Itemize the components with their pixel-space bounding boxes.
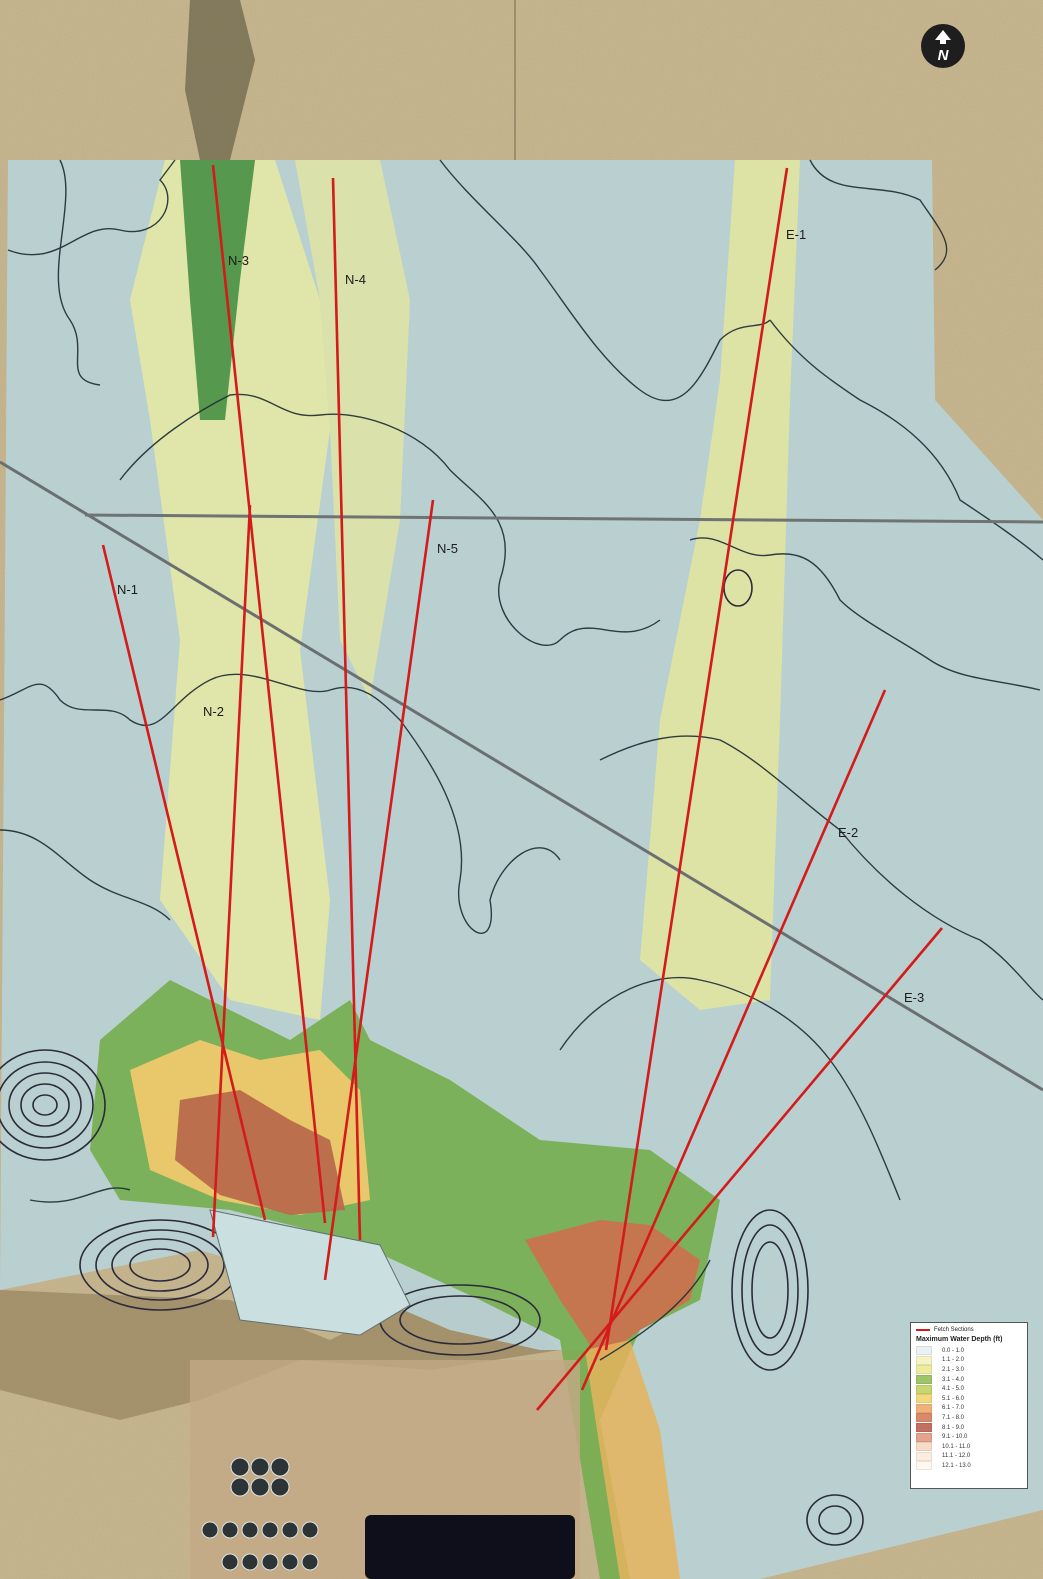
fetch-section-e-3[interactable]: [536, 927, 943, 1411]
fetch-section-n-1[interactable]: [101, 544, 267, 1221]
hill-shading: [0, 1290, 560, 1420]
legend-class-row: 9.1 - 10.0: [916, 1432, 1022, 1442]
depth-band-dark-green: [180, 160, 255, 420]
legend-class-label: 10.1 - 11.0: [942, 1443, 971, 1450]
legend-color-swatch: [916, 1346, 932, 1356]
legend-class-row: 2.1 - 3.0: [916, 1365, 1022, 1375]
fetch-section-n-5[interactable]: [323, 499, 435, 1281]
section-label-n-4: N-4: [345, 272, 366, 287]
fetch-section-e-2[interactable]: [580, 689, 887, 1391]
section-label-n-2: N-2: [203, 704, 224, 719]
legend-title: Maximum Water Depth (ft): [916, 1336, 1003, 1343]
legend-color-swatch: [916, 1423, 932, 1433]
legend-class-label: 0.0 - 1.0: [942, 1347, 965, 1354]
treatment-tanks: [201, 1457, 319, 1571]
levee-basin: [209, 1209, 411, 1336]
railroad: [0, 460, 1043, 1092]
legend-class-label: 8.1 - 9.0: [942, 1424, 965, 1431]
legend-class-row: 10.1 - 11.0: [916, 1442, 1022, 1452]
legend-class-row: 5.1 - 6.0: [916, 1394, 1022, 1404]
legend-color-swatch: [916, 1355, 932, 1365]
legend-class-row: 4.1 - 5.0: [916, 1384, 1022, 1394]
contour-lines: [0, 159, 1043, 1361]
legend-fetch-label: Fetch Sections: [934, 1327, 974, 1333]
legend-class-row: 8.1 - 9.0: [916, 1423, 1022, 1433]
legend-class-list: 0.0 - 1.0 1.1 - 2.0 2.1 - 3.0 3.1 - 4.0 4.1 …: [916, 1346, 1022, 1471]
depth-band-deep-west: [175, 1090, 345, 1215]
legend-class-label: 2.1 - 3.0: [942, 1366, 965, 1373]
legend-class-row: 12.1 - 13.0: [916, 1461, 1022, 1471]
section-label-e-1: E-1: [786, 227, 806, 242]
fetch-section-e-1[interactable]: [604, 167, 789, 1351]
legend-class-label: 3.1 - 4.0: [942, 1376, 965, 1383]
legend-class-row: 3.1 - 4.0: [916, 1375, 1022, 1385]
legend-class-row: 1.1 - 2.0: [916, 1355, 1022, 1366]
fetch-sections: [101, 164, 943, 1411]
legend-class-label: 1.1 - 2.0: [942, 1357, 965, 1364]
legend-class-label: 4.1 - 5.0: [942, 1386, 965, 1393]
legend-color-swatch: [916, 1394, 932, 1404]
north-arrow-letter: N: [938, 47, 950, 64]
legend-color-swatch: [916, 1442, 932, 1452]
dark-vegetation-patch: [185, 0, 255, 160]
legend-class-row: 0.0 - 1.0: [916, 1346, 1022, 1356]
legend-color-swatch: [916, 1451, 932, 1461]
legend-color-swatch: [916, 1461, 932, 1471]
legend-color-swatch: [916, 1403, 932, 1413]
storage-pond: [365, 1515, 575, 1579]
legend-color-swatch: [916, 1432, 932, 1442]
legend-class-label: 9.1 - 10.0: [942, 1434, 968, 1441]
legend-class-label: 11.1 - 12.0: [942, 1453, 971, 1460]
section-label-n-1: N-1: [117, 582, 138, 597]
section-labels: N-1 N-2 N-3 N-4 N-5 E-1 E-2 E-3: [117, 227, 924, 1005]
legend-class-label: 7.1 - 8.0: [942, 1414, 965, 1421]
depth-band-east: [640, 160, 800, 1010]
section-label-e-3: E-3: [904, 990, 924, 1005]
depth-band-north: [295, 160, 410, 700]
legend-class-row: 7.1 - 8.0: [916, 1413, 1022, 1423]
legend-class-label: 12.1 - 13.0: [942, 1462, 971, 1469]
fetch-section-n-2[interactable]: [211, 504, 252, 1238]
legend-color-swatch: [916, 1384, 932, 1394]
depth-band-deep-east: [525, 1220, 700, 1360]
depth-band-south-channel: [585, 1340, 680, 1579]
fetch-line-swatch: [916, 1329, 930, 1331]
legend-class-row: 6.1 - 7.0: [916, 1403, 1022, 1414]
map-legend: Fetch Sections Maximum Water Depth (ft) …: [910, 1322, 1028, 1489]
legend-class-label: 5.1 - 6.0: [942, 1395, 965, 1402]
section-label-e-2: E-2: [838, 825, 858, 840]
legend-color-swatch: [916, 1365, 932, 1375]
section-label-n-3: N-3: [228, 253, 249, 268]
fetch-section-n-3[interactable]: [211, 164, 327, 1224]
north-arrow-icon: N: [921, 24, 965, 68]
section-label-n-5: N-5: [437, 541, 458, 556]
legend-class-row: 11.1 - 12.0: [916, 1451, 1022, 1462]
legend-color-swatch: [916, 1375, 932, 1385]
road-east-west: [84, 513, 1043, 524]
legend-fetch-key: Fetch Sections: [916, 1326, 1022, 1334]
legend-color-swatch: [916, 1413, 932, 1423]
legend-class-label: 6.1 - 7.0: [942, 1405, 965, 1412]
